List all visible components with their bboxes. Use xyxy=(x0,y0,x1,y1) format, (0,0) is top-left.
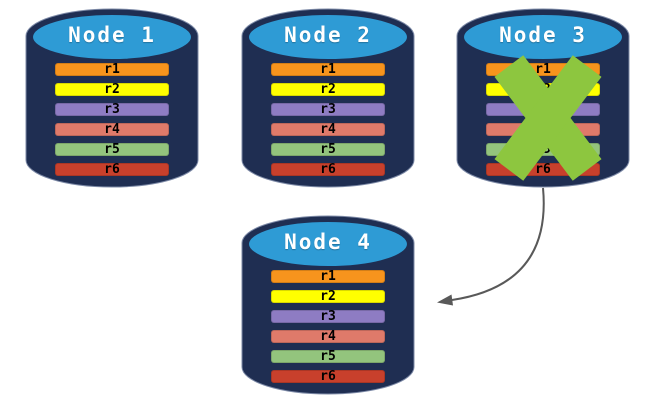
replica-bar-r3: r3 xyxy=(55,103,169,116)
replica-bar-r4: r4 xyxy=(271,330,385,343)
cylinder-top xyxy=(247,13,409,61)
replica-bar-r2: r2 xyxy=(55,83,169,96)
database-cylinder-icon xyxy=(241,215,415,395)
node-label: Node 3 xyxy=(499,23,587,47)
arrow-head xyxy=(437,294,453,306)
replica-bar-r5: r5 xyxy=(271,350,385,363)
arrow-curve xyxy=(451,187,545,301)
replica-stack: r1 r2 r3 r4 r5 r6 xyxy=(271,270,385,390)
node-2: Node 2 r1 r2 r3 r4 r5 r6 xyxy=(241,8,415,188)
replica-stack: r1 r2 r3 r4 r5 r6 xyxy=(55,63,169,183)
replica-bar-r4: r4 xyxy=(55,123,169,136)
replica-bar-r6: r6 xyxy=(271,163,385,176)
node-1: Node 1 r1 r2 r3 r4 r5 r6 xyxy=(25,8,199,188)
database-cylinder-icon xyxy=(241,8,415,188)
replica-bar-r2: r2 xyxy=(271,290,385,303)
failure-x-icon xyxy=(494,55,602,181)
node-3: Node 3 r1 r2 r3 r4 r5 r6 xyxy=(456,8,630,188)
replica-bar-r5: r5 xyxy=(55,143,169,156)
replica-bar-r5: r5 xyxy=(271,143,385,156)
replica-bar-r1: r1 xyxy=(271,63,385,76)
cylinder-top xyxy=(247,220,409,268)
replica-stack: r1 r2 r3 r4 r5 r6 xyxy=(271,63,385,183)
node-label: Node 2 xyxy=(284,23,372,47)
node-label: Node 4 xyxy=(284,230,372,254)
replica-bar-r3: r3 xyxy=(271,310,385,323)
replica-bar-r4: r4 xyxy=(271,123,385,136)
database-cylinder-icon xyxy=(25,8,199,188)
replica-bar-r6: r6 xyxy=(55,163,169,176)
replica-bar-r3: r3 xyxy=(271,103,385,116)
replica-bar-r1: r1 xyxy=(271,270,385,283)
node-4: Node 4 r1 r2 r3 r4 r5 r6 xyxy=(241,215,415,395)
replica-bar-r2: r2 xyxy=(271,83,385,96)
cylinder-top xyxy=(31,13,193,61)
replica-bar-r1: r1 xyxy=(55,63,169,76)
node-label: Node 1 xyxy=(68,23,156,47)
x-arm xyxy=(494,55,602,181)
replica-bar-r6: r6 xyxy=(271,370,385,383)
cylinder-top xyxy=(462,13,624,61)
